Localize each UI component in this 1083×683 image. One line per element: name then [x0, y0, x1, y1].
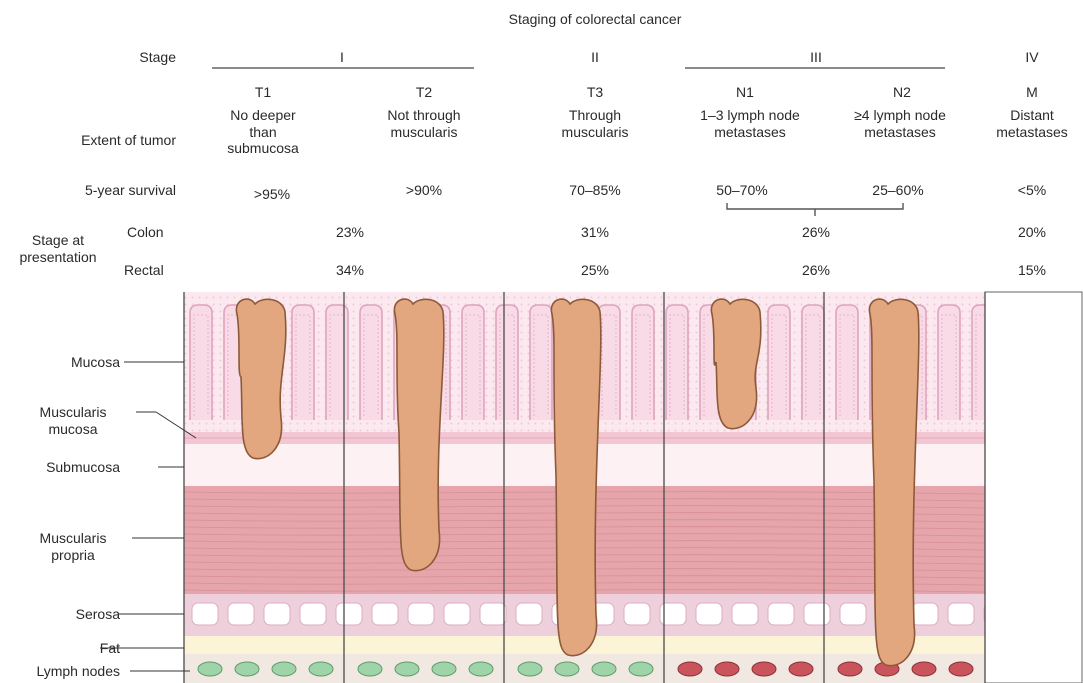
serosa-cell: [480, 603, 506, 625]
crypt: [530, 305, 552, 420]
serosa-cell: [408, 603, 434, 625]
lymph-node: [309, 662, 333, 676]
crypt: [326, 305, 348, 420]
crypt: [938, 305, 960, 420]
crypt: [190, 305, 212, 420]
serosa-cell: [444, 603, 470, 625]
serosa-cell: [768, 603, 794, 625]
lymph-node: [789, 662, 813, 676]
lymph-node-layer: [184, 654, 985, 683]
serosa-cell: [732, 603, 758, 625]
stage-iv-panel: [985, 292, 1082, 683]
lymph-node: [678, 662, 702, 676]
crypt: [360, 305, 382, 420]
crypt: [462, 305, 484, 420]
lymph-node: [358, 662, 382, 676]
serosa-cell: [948, 603, 974, 625]
tumor: [394, 299, 443, 571]
lymph-node: [715, 662, 739, 676]
lymph-node: [629, 662, 653, 676]
tumor: [236, 299, 285, 459]
lymph-node: [432, 662, 456, 676]
lymph-node: [838, 662, 862, 676]
lymph-node: [752, 662, 776, 676]
lymph-node: [592, 662, 616, 676]
lymph-node: [555, 662, 579, 676]
serosa-cell: [228, 603, 254, 625]
wall-layers: [184, 292, 1010, 683]
crypt: [292, 305, 314, 420]
crypt: [802, 305, 824, 420]
leader-lines: [100, 362, 196, 671]
tumor: [711, 299, 760, 429]
serosa-cell: [192, 603, 218, 625]
serosa-cell: [696, 603, 722, 625]
survival-bracket: [727, 203, 903, 216]
serosa-cell: [264, 603, 290, 625]
lymph-node: [518, 662, 542, 676]
lymph-node: [235, 662, 259, 676]
lymph-node: [912, 662, 936, 676]
serosa-cell: [336, 603, 362, 625]
crypt: [836, 305, 858, 420]
serosa-cell: [804, 603, 830, 625]
serosa-cell: [624, 603, 650, 625]
crypt: [496, 305, 518, 420]
lymph-node: [949, 662, 973, 676]
tumor: [551, 299, 600, 656]
lymph-node: [272, 662, 296, 676]
serosa-cell: [372, 603, 398, 625]
crypt: [632, 305, 654, 420]
tumor: [869, 299, 918, 666]
serosa-cell: [912, 603, 938, 625]
lymph-node: [395, 662, 419, 676]
serosa-cell: [840, 603, 866, 625]
serosa-cell: [516, 603, 542, 625]
crypt: [666, 305, 688, 420]
serosa-cell: [300, 603, 326, 625]
lymph-node: [198, 662, 222, 676]
lymph-node: [469, 662, 493, 676]
crypt: [768, 305, 790, 420]
